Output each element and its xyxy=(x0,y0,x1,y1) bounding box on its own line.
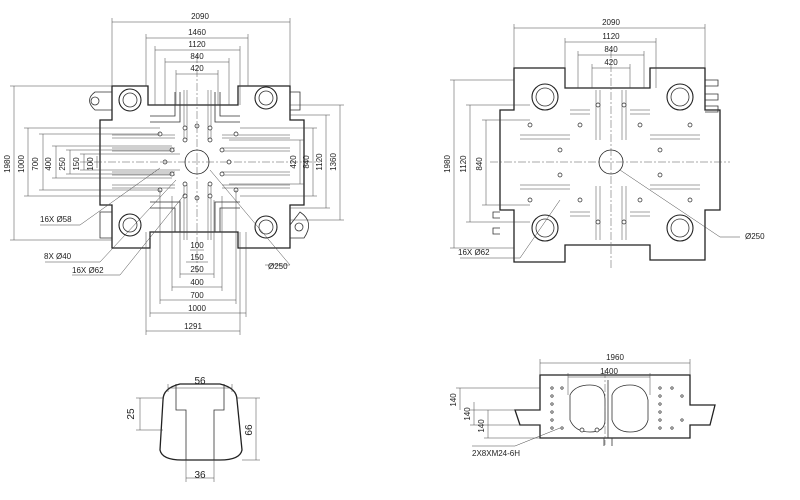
side-view-outline xyxy=(514,374,716,439)
bottom-dim-1291: 1291 xyxy=(184,322,202,331)
t-slot-dim-bottom: 36 xyxy=(194,470,206,481)
side-dim-v2: 140 xyxy=(463,407,472,421)
left-top-dim-840: 840 xyxy=(190,52,204,61)
right-dim-840: 840 xyxy=(302,155,311,169)
left-lug-top xyxy=(89,91,112,111)
left-dim-1980: 1980 xyxy=(3,155,12,173)
left-top-dim-2090: 2090 xyxy=(191,12,209,21)
callout-center-250: Ø250 xyxy=(268,262,288,271)
right-platen-view: 2090 1120 840 420 1980 1120 840 16X Ø62 … xyxy=(443,18,765,270)
side-callout-m24: 2X8XM24-6H xyxy=(472,449,520,458)
right-left-dim-1120: 1120 xyxy=(459,155,468,173)
callout-16x-58: 16X Ø58 xyxy=(40,215,72,224)
side-dim-v1: 140 xyxy=(449,393,458,407)
left-dim-250: 250 xyxy=(58,157,67,171)
right-top-dim-2090: 2090 xyxy=(602,18,620,27)
right-left-dim-840: 840 xyxy=(475,157,484,171)
tie-bar-circle-tl xyxy=(118,88,142,112)
right-lug-top xyxy=(290,91,301,111)
bottom-dim-250: 250 xyxy=(190,265,204,274)
right-dim-1120: 1120 xyxy=(315,153,324,171)
tie-bar-circle-bl xyxy=(118,213,142,237)
left-dim-700: 700 xyxy=(31,157,40,171)
right-dim-420: 420 xyxy=(289,155,298,169)
t-slot-profile xyxy=(159,383,243,461)
callout-8x-40: 8X Ø40 xyxy=(44,252,72,261)
right-platen-outline xyxy=(499,67,721,263)
left-platen-view: 2090 1460 1120 840 420 1980 1000 700 400… xyxy=(3,12,344,335)
bottom-dim-700: 700 xyxy=(190,291,204,300)
left-bolt-holes xyxy=(157,123,239,201)
left-dim-1000: 1000 xyxy=(17,155,26,173)
left-dim-100: 100 xyxy=(86,157,95,171)
callout-16x-62: 16X Ø62 xyxy=(72,266,104,275)
right-top-dim-840: 840 xyxy=(604,45,618,54)
t-slot-section: 56 25 66 36 xyxy=(126,376,260,482)
right-lug-bottom xyxy=(289,211,309,239)
right-top-dim-1120: 1120 xyxy=(602,32,620,41)
t-slot-dim-right: 66 xyxy=(244,424,255,436)
right-left-dim-1980: 1980 xyxy=(443,155,452,173)
t-slot-dim-top: 56 xyxy=(194,376,206,387)
left-top-dim-1460: 1460 xyxy=(188,28,206,37)
left-platen-outline xyxy=(99,85,305,249)
bottom-dim-1000: 1000 xyxy=(188,304,206,313)
side-dim-inner: 1400 xyxy=(600,367,618,376)
right-dim-1360: 1360 xyxy=(329,153,338,171)
right-callout-center-250: Ø250 xyxy=(745,232,765,241)
left-dim-150: 150 xyxy=(72,157,81,171)
side-holes-left xyxy=(550,386,564,430)
right-callout-16x-62: 16X Ø62 xyxy=(458,248,490,257)
t-slot-dim-left: 25 xyxy=(126,408,137,420)
tie-bar-circle-br xyxy=(254,215,278,239)
bottom-dim-150: 150 xyxy=(190,253,204,262)
bottom-dim-400: 400 xyxy=(190,278,204,287)
tie-bar-circle-tr xyxy=(254,86,278,110)
side-section-view: 1960 1400 140 140 140 2X8XM24-6H xyxy=(449,353,716,458)
side-holes-right xyxy=(658,386,684,430)
side-dim-overall: 1960 xyxy=(606,353,624,362)
right-bolt-holes xyxy=(527,102,693,225)
side-dim-v3: 140 xyxy=(477,419,486,433)
left-top-dim-420: 420 xyxy=(190,64,204,73)
left-dim-400: 400 xyxy=(44,157,53,171)
right-top-dim-420: 420 xyxy=(604,58,618,67)
left-top-dim-1120: 1120 xyxy=(188,40,206,49)
bottom-dim-100: 100 xyxy=(190,241,204,250)
